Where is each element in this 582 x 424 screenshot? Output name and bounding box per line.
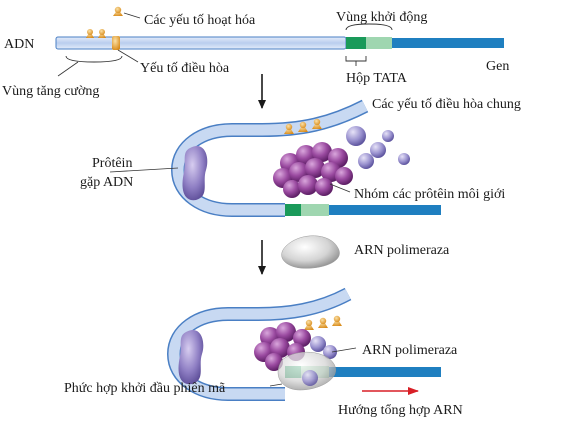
tata-box-looped <box>285 204 301 216</box>
label-general-factors: Các yếu tố điều hòa chung <box>372 97 521 112</box>
label-mediator: Nhóm các prôtêin môi giới <box>354 187 505 202</box>
label-bending-protein-line2: gặp ADN <box>80 175 133 190</box>
promoter-bracket <box>345 23 393 31</box>
enhancer-factors <box>86 29 120 50</box>
loop-activators <box>284 118 322 134</box>
stage-initiation-complex: ARN polimeraza Phức hợp khởi đầu phiên m… <box>64 287 463 418</box>
label-activators: Các yếu tố hoạt hóa <box>144 13 256 28</box>
label-initiation-complex: Phức hợp khởi đầu phiên mã <box>64 381 226 396</box>
gene-segment <box>392 38 504 48</box>
enhancer-bracket <box>65 55 123 63</box>
dna-bending-protein-shape <box>182 146 208 201</box>
complex-mediator <box>254 322 337 371</box>
dna-strand-upstream <box>55 36 347 50</box>
label-polymerase-free: ARN polimeraza <box>354 243 450 258</box>
complex-activators <box>304 315 342 330</box>
label-adn: ADN <box>4 37 34 52</box>
gene-looped <box>329 205 441 215</box>
tata-box-segment <box>346 37 366 49</box>
label-bending-protein-line1: Prôtêin <box>92 156 132 171</box>
label-polymerase-bound: ARN polimeraza <box>362 343 458 358</box>
promoter-segment <box>366 37 392 49</box>
activator-icon <box>113 6 123 16</box>
label-promoter-region: Vùng khởi động <box>336 10 427 25</box>
stage-linear-dna: ADN Các yếu tố hoạt hóa Vùng khởi động Y… <box>2 6 509 99</box>
stage-dna-loop: Các yếu tố điều hòa chung Prôtêin gặp AD… <box>80 97 521 217</box>
label-tata-box: Hộp TATA <box>346 71 408 86</box>
promoter-looped <box>301 204 329 216</box>
label-regulator: Yếu tố điều hòa <box>140 61 230 76</box>
tata-bracket <box>345 56 367 62</box>
label-synthesis-direction: Hướng tổng hợp ARN <box>338 403 463 418</box>
mediator-complex <box>273 142 353 198</box>
dna-loop-strand <box>172 101 368 216</box>
label-gene: Gen <box>486 59 509 74</box>
rna-polymerase-free-shape <box>281 235 340 269</box>
general-factors <box>346 126 410 169</box>
regulatory-element-icon <box>112 36 120 50</box>
label-enhancer: Vùng tăng cường <box>2 84 99 99</box>
